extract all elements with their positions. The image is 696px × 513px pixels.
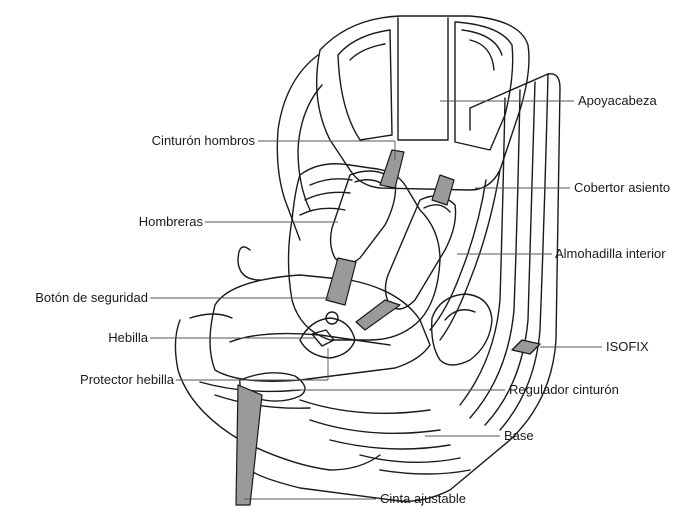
label-safety-button: Botón de seguridad [35,290,148,306]
label-belt-adjuster: Regulador cinturón [509,382,619,398]
shoulder-belt-left-lower [326,258,356,305]
adjustable-strap [236,385,262,505]
headrest-outline [317,16,529,190]
label-shoulder-belt: Cinturón hombros [152,133,255,149]
label-buckle: Hebilla [108,330,148,346]
label-inner-cushion: Almohadilla interior [555,246,666,262]
label-adjustable-strap: Cinta ajustable [380,491,466,507]
isofix-connector [512,340,540,354]
label-buckle-protector: Protector hebilla [80,372,174,388]
shoulder-belt-left [380,150,404,188]
label-seat-cover: Cobertor asiento [574,180,670,196]
label-base: Base [504,428,534,444]
shoulder-pad-right [385,196,455,309]
label-shoulder-pads: Hombreras [139,214,203,230]
label-headrest: Apoyacabeza [578,93,657,109]
shoulder-belt-right-lower [356,300,400,330]
label-isofix: ISOFIX [606,339,649,355]
